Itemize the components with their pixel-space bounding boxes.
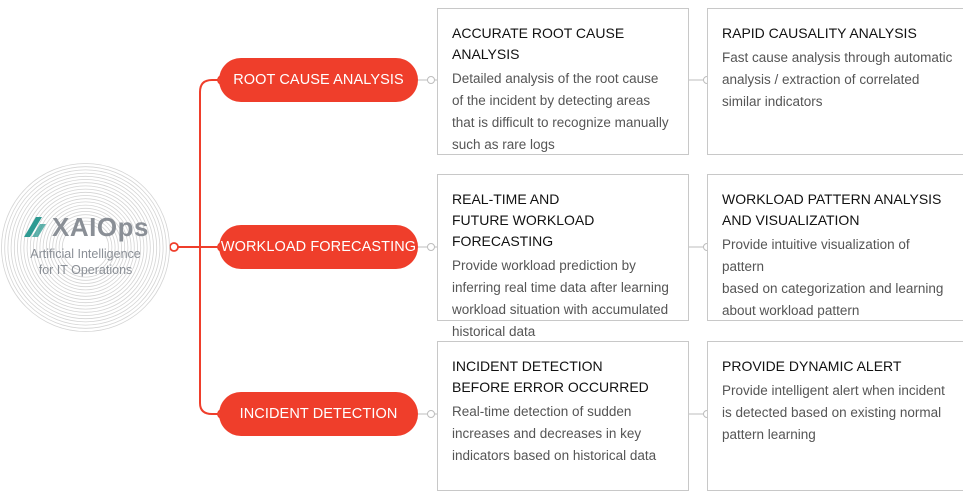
card-description: Provide intuitive visualization of patte… xyxy=(722,237,944,318)
card-accurate-root-cause-analysis: ACCURATE ROOT CAUSE ANALYSIS Detailed an… xyxy=(437,8,689,155)
xaiops-logo-mark-icon xyxy=(24,217,47,237)
card-title: ACCURATE ROOT CAUSE ANALYSIS xyxy=(452,25,625,62)
branch-workload-forecasting: WORKLOAD FORECASTING xyxy=(219,225,418,269)
card-description: Provide workload prediction by inferring… xyxy=(452,258,669,339)
tree-trunk xyxy=(176,79,219,415)
xaiops-logo-badge: XAIOps Artificial Intelligence for IT Op… xyxy=(0,162,171,333)
card-incident-detection-before-error: INCIDENT DETECTION BEFORE ERROR OCCURRED… xyxy=(437,341,689,491)
card-description: Provide intelligent alert when incident … xyxy=(722,383,945,442)
card-description: Real-time detection of sudden increases … xyxy=(452,404,657,463)
card-workload-pattern-analysis: WORKLOAD PATTERN ANALYSIS AND VISUALIZAT… xyxy=(707,174,963,321)
card-title: REAL-TIME AND FUTURE WORKLOAD FORECASTIN… xyxy=(452,191,595,249)
card-rapid-causality-analysis: RAPID CAUSALITY ANALYSIS Fast cause anal… xyxy=(707,8,963,155)
branch-incident-detection: INCIDENT DETECTION xyxy=(219,392,418,436)
card-real-time-future-workload-forecasting: REAL-TIME AND FUTURE WORKLOAD FORECASTIN… xyxy=(437,174,689,339)
card-title: WORKLOAD PATTERN ANALYSIS AND VISUALIZAT… xyxy=(722,191,942,228)
card-title: RAPID CAUSALITY ANALYSIS xyxy=(722,25,917,41)
card-description: Detailed analysis of the root cause of t… xyxy=(452,71,669,152)
card-provide-dynamic-alert: PROVIDE DYNAMIC ALERT Provide intelligen… xyxy=(707,341,963,491)
logo-subtitle-line-2: for IT Operations xyxy=(38,262,133,277)
concentric-rings-decoration xyxy=(1,163,170,332)
card-title: PROVIDE DYNAMIC ALERT xyxy=(722,358,902,374)
logo-subtitle-line-1: Artificial Intelligence xyxy=(30,246,141,261)
card-description: Fast cause analysis through automatic an… xyxy=(722,50,953,109)
card-title: INCIDENT DETECTION BEFORE ERROR OCCURRED xyxy=(452,358,649,395)
node-logo xyxy=(169,242,179,252)
branch-root-cause-analysis: ROOT CAUSE ANALYSIS xyxy=(219,58,418,102)
logo-name: XAIOps xyxy=(52,211,149,242)
